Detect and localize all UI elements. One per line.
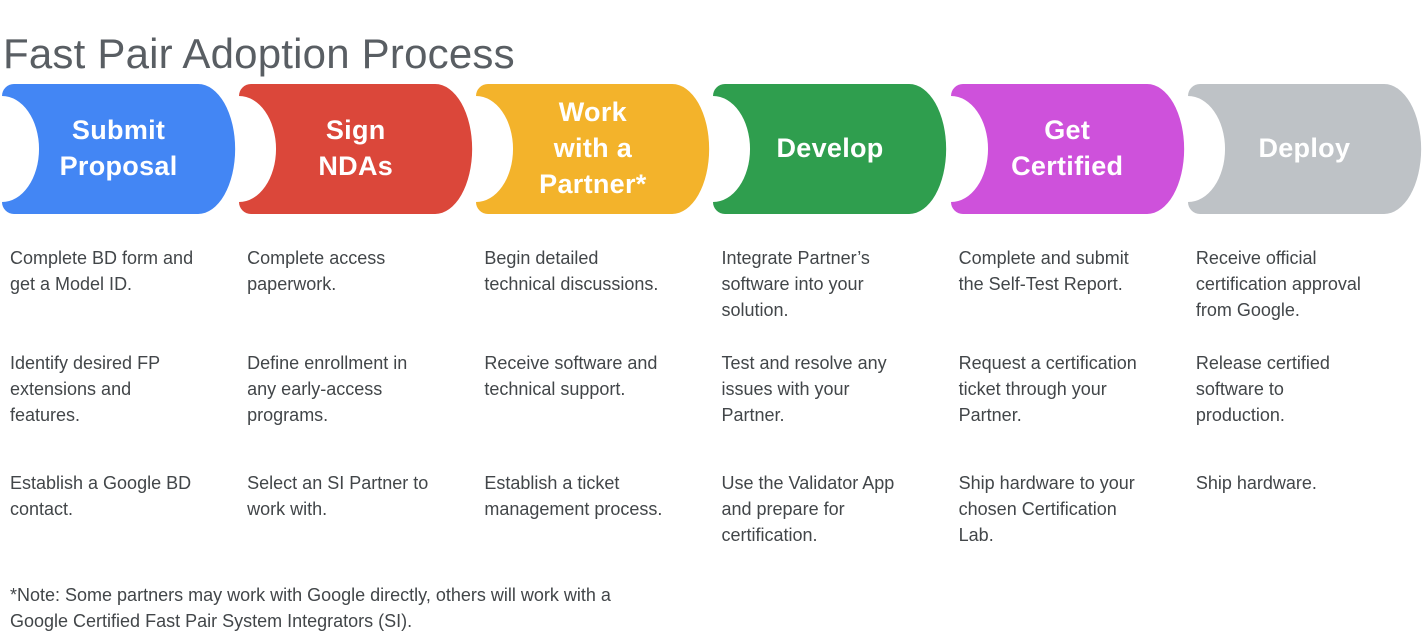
stage-shape-sign-ndas (239, 84, 473, 214)
stage-detail-cell: Define enrollment in any early-access pr… (247, 353, 408, 425)
stage-shape-deploy (1187, 84, 1421, 214)
stage-shape-develop (713, 84, 947, 214)
stage-detail-cell: Receive software and technical support. (484, 353, 658, 399)
stage-shape-get-certified (950, 84, 1184, 214)
stage-label: Develop (776, 133, 884, 164)
stage-label: Deploy (1258, 133, 1351, 164)
stage-work-with-a-partner: Work with a Partner* (474, 84, 711, 214)
stage-develop: Develop (711, 84, 948, 214)
stage-shape-path (2, 84, 236, 214)
process-stage-band: Submit Proposal Sign NDAs Work with a Pa… (0, 84, 1423, 214)
footnote: *Note: Some partners may work with Googl… (10, 585, 611, 631)
stage-detail-cell: Identify desired FP extensions and featu… (10, 353, 161, 425)
stage-detail-cell: Establish a Google BD contact. (10, 473, 192, 519)
stage-get-certified: Get Certified (949, 84, 1186, 214)
stage-shape-path (1187, 84, 1421, 214)
stage-shape-path (713, 84, 947, 214)
stage-detail-cell: Receive official certification approval … (1195, 248, 1361, 320)
stage-detail-cell: Ship hardware. (1195, 473, 1317, 493)
stage-deploy: Deploy (1186, 84, 1423, 214)
stage-detail-cell: Use the Validator App and prepare for ce… (721, 473, 895, 545)
details-row-3: Establish a Google BD contact. Select an… (0, 470, 1423, 548)
stage-detail-cell: Select an SI Partner to work with. (247, 473, 429, 519)
stage-label: Sign NDAs (318, 115, 394, 181)
stage-shape-path (239, 84, 473, 214)
stage-shape-path (476, 84, 710, 214)
stage-shape-path (950, 84, 1184, 214)
stage-shape-submit-proposal (2, 84, 236, 214)
stage-label: Get Certified (1011, 115, 1124, 181)
stage-detail-cell: Complete BD form and get a Model ID. (10, 248, 194, 294)
stage-detail-cell: Begin detailed technical discussions. (484, 248, 659, 294)
stage-shape-work-with-a-partner (476, 84, 710, 214)
details-row-2: Identify desired FP extensions and featu… (0, 350, 1423, 428)
stage-detail-cell: Request a certification ticket through y… (958, 353, 1137, 425)
details-row-1: Complete BD form and get a Model ID. Com… (0, 245, 1423, 323)
stage-label: Work with a Partner* (539, 97, 647, 199)
stage-detail-cell: Complete access paperwork. (247, 248, 386, 294)
stage-submit-proposal: Submit Proposal (0, 84, 237, 214)
page-title: Fast Pair Adoption Process (3, 30, 515, 78)
stage-detail-cell: Establish a ticket management process. (484, 473, 663, 519)
stage-detail-cell: Test and resolve any issues with your Pa… (721, 353, 887, 425)
stage-label: Submit Proposal (59, 115, 178, 181)
stage-detail-cell: Complete and submit the Self-Test Report… (958, 248, 1129, 294)
stage-detail-cell: Ship hardware to your chosen Certificati… (958, 473, 1135, 545)
stage-detail-cell: Release certified software to production… (1195, 353, 1330, 425)
stage-sign-ndas: Sign NDAs (237, 84, 474, 214)
stage-detail-cell: Integrate Partner’s software into your s… (721, 248, 870, 320)
